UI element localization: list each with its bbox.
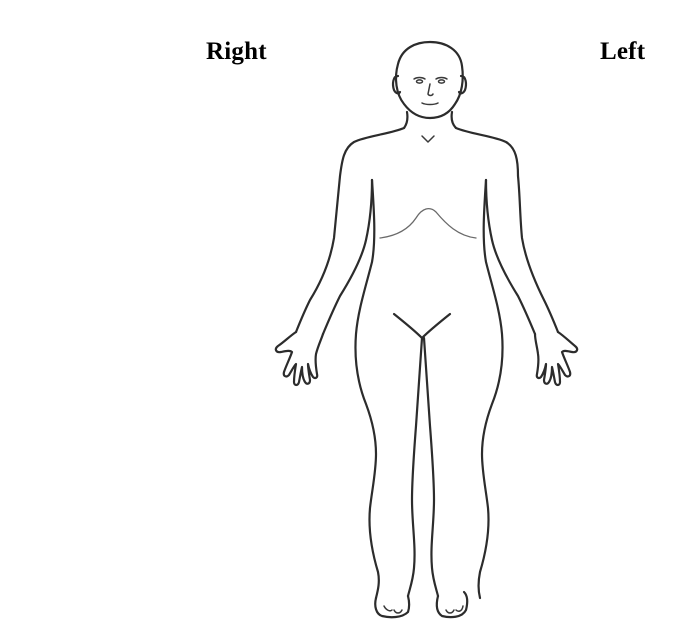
left-hand (533, 330, 579, 387)
torso-and-legs (354, 178, 504, 600)
right-foot (374, 594, 411, 619)
torso-outline (294, 110, 560, 334)
left-foot (435, 590, 469, 619)
left-arm (484, 178, 537, 336)
left-side-label: Left (600, 38, 646, 65)
right-side-label: Right (206, 38, 267, 65)
right-arm (321, 178, 374, 336)
head (391, 40, 468, 120)
right-hand (274, 330, 325, 387)
